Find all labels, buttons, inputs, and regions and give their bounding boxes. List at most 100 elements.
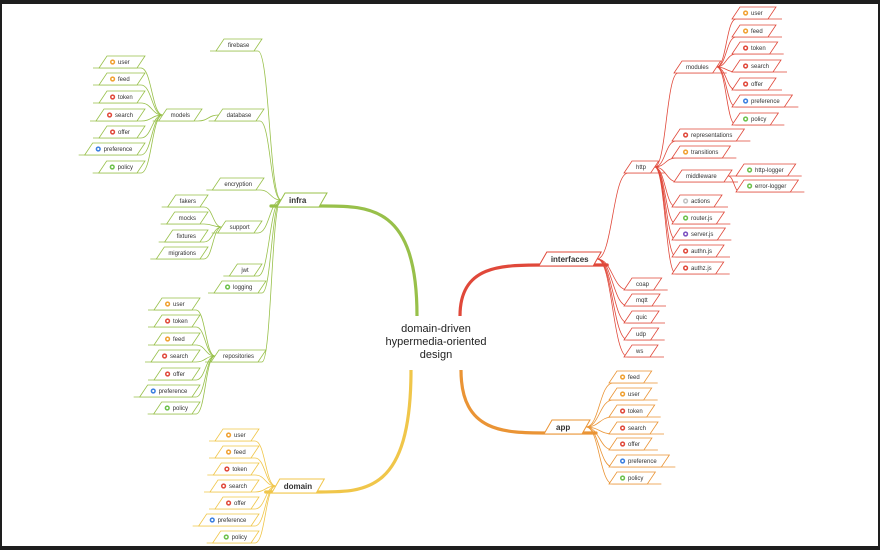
policy-icon	[223, 534, 229, 540]
infra-support-shape	[216, 220, 263, 234]
infra-jwt[interactable]: jwt	[228, 263, 263, 277]
infra-models[interactable]: models	[157, 108, 203, 122]
domain-topic[interactable]: domain	[270, 478, 326, 494]
user-icon	[165, 301, 171, 307]
infra-model-preference[interactable]: preference	[83, 142, 146, 156]
infra-repo-feed[interactable]: feed	[153, 332, 201, 346]
infra-support-mocks[interactable]: mocks	[165, 211, 209, 225]
infra-firebase-label: firebase	[228, 43, 250, 49]
infra-support-fixtures[interactable]: fixtures	[163, 229, 209, 243]
infra-logging[interactable]: logging	[213, 280, 267, 294]
interfaces-topic[interactable]: interfaces	[537, 251, 603, 267]
if-file-authz-js[interactable]: authz.js	[671, 261, 725, 275]
if-protocol-ws[interactable]: ws	[623, 344, 659, 358]
infra-model-offer[interactable]: offer	[98, 125, 146, 139]
link-infra-database	[208, 120, 282, 201]
user-icon	[226, 432, 232, 438]
infra-firebase[interactable]: firebase	[215, 38, 263, 52]
domain-policy[interactable]: policy	[211, 530, 260, 544]
if-middleware[interactable]: middleware	[673, 169, 733, 183]
link-infra-model-token	[93, 102, 163, 116]
infra-model-feed-shape	[98, 72, 146, 86]
if-file-router-js[interactable]: router.js	[671, 211, 726, 225]
infra-repo-search[interactable]: search	[150, 349, 201, 363]
token-icon	[224, 466, 230, 472]
infra-model-policy[interactable]: policy	[97, 160, 146, 174]
domain-preference[interactable]: preference	[197, 513, 260, 527]
infra-models-label: models	[171, 113, 190, 119]
if-protocol-mqtt[interactable]: mqtt	[623, 293, 661, 307]
if-transitions-label: transitions	[691, 150, 718, 156]
offer-icon	[620, 441, 626, 447]
app-user[interactable]: user	[608, 387, 653, 401]
domain-token[interactable]: token	[212, 462, 260, 476]
if-protocol-coap[interactable]: coap	[623, 277, 663, 291]
infra-model-user-label: user	[118, 60, 130, 66]
if-module-user[interactable]: user	[731, 6, 777, 20]
domain-feed[interactable]: feed	[214, 445, 260, 459]
infra-model-token[interactable]: token	[98, 90, 146, 104]
if-module-preference[interactable]: preference	[731, 94, 794, 108]
if-middleware-shape	[673, 169, 733, 183]
domain-policy-label: policy	[232, 535, 247, 541]
representations-icon	[683, 132, 689, 138]
if-protocol-udp[interactable]: udp	[623, 327, 660, 341]
token-icon	[165, 318, 171, 324]
if-error-logger-shape	[735, 179, 800, 193]
infra-model-search-label: search	[115, 113, 133, 119]
domain-search[interactable]: search	[209, 479, 260, 493]
infra-repo-user-label: user	[173, 302, 185, 308]
app-offer[interactable]: offer	[608, 437, 653, 451]
infra-model-offer-shape	[98, 125, 146, 139]
app-policy[interactable]: policy	[608, 471, 657, 485]
if-transitions[interactable]: transitions	[671, 145, 732, 159]
infra-repo-search-label: search	[170, 354, 188, 360]
if-protocol-quic[interactable]: quic	[623, 310, 660, 324]
app-topic[interactable]: app	[543, 419, 591, 435]
app-token[interactable]: token	[608, 404, 656, 418]
if-actions[interactable]: actions	[671, 194, 723, 208]
infra-database[interactable]: database	[213, 108, 265, 122]
infra-support-fakers[interactable]: fakers	[166, 194, 209, 208]
infra-topic[interactable]: infra	[276, 192, 328, 208]
infra-model-search-shape	[95, 108, 146, 122]
infra-support-migrations[interactable]: migrations	[155, 246, 209, 260]
infra-encryption[interactable]: encryption	[211, 177, 265, 191]
infra-repositories[interactable]: repositories	[210, 349, 267, 363]
infra-repo-token[interactable]: token	[153, 314, 201, 328]
infra-model-feed-label: feed	[118, 77, 130, 83]
if-module-policy[interactable]: policy	[731, 112, 780, 126]
infra-support[interactable]: support	[216, 220, 263, 234]
if-module-feed[interactable]: feed	[731, 24, 777, 38]
infra-repo-token-shape	[153, 314, 201, 328]
app-preference[interactable]: preference	[608, 454, 671, 468]
app-preference-shape	[608, 454, 671, 468]
infra-model-user[interactable]: user	[98, 55, 146, 69]
if-modules[interactable]: modules	[673, 60, 722, 74]
infra-model-feed[interactable]: feed	[98, 72, 146, 86]
token-icon	[743, 45, 749, 51]
infra-model-search[interactable]: search	[95, 108, 146, 122]
feed-icon	[110, 76, 116, 82]
if-http-logger[interactable]: http-logger	[735, 163, 797, 177]
if-file-server-js[interactable]: server.js	[671, 227, 727, 241]
link-infra-support-fakers	[161, 206, 222, 228]
domain-user[interactable]: user	[214, 428, 260, 442]
infra-repo-user[interactable]: user	[153, 297, 201, 311]
infra-repo-offer[interactable]: offer	[153, 367, 201, 381]
app-search[interactable]: search	[608, 421, 659, 435]
if-module-search[interactable]: search	[731, 59, 782, 73]
if-error-logger[interactable]: error-logger	[735, 179, 800, 193]
if-file-authn-js[interactable]: authn.js	[671, 244, 725, 258]
app-feed[interactable]: feed	[608, 370, 653, 384]
infra-repo-preference[interactable]: preference	[138, 384, 201, 398]
if-representations[interactable]: representations	[671, 128, 746, 142]
domain-offer[interactable]: offer	[214, 496, 260, 510]
infra-repo-policy[interactable]: policy	[152, 401, 201, 415]
if-module-offer[interactable]: offer	[731, 77, 777, 91]
if-protocol-mqtt-shape	[623, 293, 661, 307]
infra-model-policy-shape	[97, 160, 146, 174]
if-module-token[interactable]: token	[731, 41, 779, 55]
if-http[interactable]: http	[623, 160, 660, 174]
